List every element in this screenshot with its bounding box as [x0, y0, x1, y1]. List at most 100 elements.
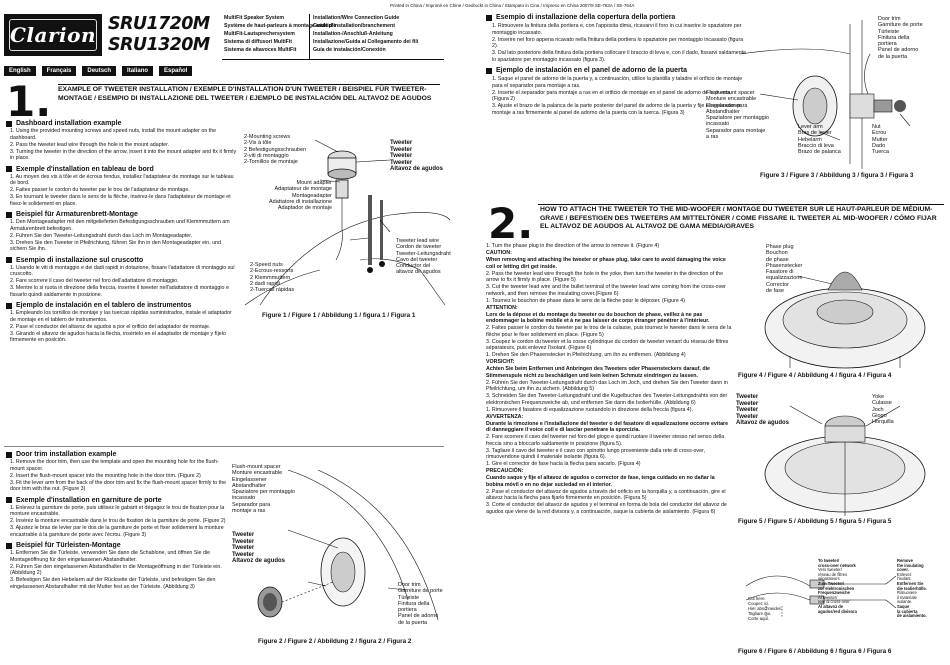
caution-text: PRECAUCIÓN: [486, 468, 524, 474]
guide-de: Installation-/Anschluß-Anleitung [313, 31, 393, 37]
header-rule [222, 59, 444, 60]
step-item: 1. Au moyen des vis à tôle et de écrous … [10, 173, 234, 187]
step-item: 2. Pase el conductor del altavoz de agud… [10, 323, 211, 330]
figure-4-caption: Figure 4 / Figure 4 / Abbildung 4 / figu… [738, 372, 892, 379]
figure-3-caption: Figure 3 / Figure 3 / Abbildung 3 / figu… [760, 172, 914, 179]
guide-title-list: Installation/Wire Connection Guide Guide… [313, 14, 418, 54]
bullet-square [6, 166, 12, 172]
door-section-steps: 1. Remove the door trim, then use the te… [10, 459, 230, 493]
step-item: 1. Rimuovere il fasatore di equalizzazio… [486, 406, 693, 413]
step-item: 1. Remove the door trim, then use the te… [10, 459, 219, 472]
title-it: Sistema di diffusori MultiFit [224, 39, 293, 45]
lang-english: English [4, 66, 36, 76]
step-item: 3. Cut the tweeter lead wire and the bul… [486, 284, 726, 297]
caution-text: Achten Sie beim Entfernen und Anbringen … [486, 366, 710, 379]
door-instructions-it-es: Esempio di installazione della copertura… [486, 14, 748, 117]
step-1-number: 1. [6, 77, 52, 126]
dash-section-steps: 1. Au moyen des vis à tôle et de écrous … [10, 174, 238, 208]
dash-section-heading: Exemple d'installation en tableau de bor… [6, 166, 238, 173]
es-door-steps: 1. Saque el panel de adorno de la puerta… [492, 76, 748, 116]
step-item: 3. Ajustez le bras de levier par le dos … [10, 525, 224, 538]
step-item: 3. Schneiden Sie den Tweeter-Leitungsdra… [486, 393, 728, 406]
dash-section-steps: 1. Using the provided mounting screws an… [10, 128, 238, 162]
figure-2-caption: Figure 2 / Figure 2 / Abbildung 2 / figu… [258, 638, 412, 645]
step-item: 1. Empleando los tornillos de montaje y … [10, 310, 232, 323]
step-item: 2. Führen Sie den Tweeter-Leitungsdraht … [486, 379, 728, 393]
title-en: MultiFit Speaker System [224, 15, 284, 21]
figure-4-illustration [764, 271, 926, 369]
bullet-square [6, 497, 12, 503]
step-item: 3. En tournant le tweeter dans le sens d… [10, 194, 231, 207]
figure-6-caption: Figure 6 / Figure 6 / Abbildung 6 / figu… [738, 648, 892, 655]
dash-section-heading: Esempio di installazione sul cruscotto [6, 257, 238, 264]
dash-section-heading: Beispiel für Armaturenbrett-Montage [6, 211, 238, 218]
bullet-square [6, 542, 12, 549]
step-item: 3. Fit the lever arm from the back of th… [10, 479, 227, 493]
section-divider [4, 446, 444, 447]
figure-5-illustration [764, 405, 926, 516]
lang-deutsch: Deutsch [82, 66, 117, 76]
it-door-steps: 1. Rimuovere la finitura della portiera … [492, 23, 747, 63]
step-item: 3. Turning the tweeter in the direction … [10, 148, 237, 162]
lang-italiano: Italiano [122, 66, 154, 76]
step-item: 2. Pass the tweeter lead wire through th… [10, 141, 170, 148]
step-item: 2. Führen Sie den eingelassenen Abstandh… [10, 563, 222, 577]
step-item: 2. Fare scorrere il cavo del tweeter nel… [486, 434, 725, 447]
step-item: 2. Pass the tweeter lead wire through th… [486, 270, 724, 284]
caution-text: AVVERTENZA: [486, 413, 524, 420]
step-item: 2. Insert the flush-mount spacer into th… [10, 472, 201, 479]
step-item: 1. Enlevez la garniture de porte, puis u… [10, 504, 225, 518]
step-item: 1. Den Montageadapter mit den mitgeliefe… [10, 219, 230, 232]
bullet-square [6, 302, 12, 309]
language-tabs: English Français Deutsch Italiano Españo… [4, 66, 193, 76]
guide-en: Installation/Wire Connection Guide [313, 15, 400, 21]
guide-es: Guía de instalación/Conexión [313, 47, 386, 53]
logo-text: Clarion [10, 23, 96, 47]
step-item: 1. Turn the phase plug in the direction … [486, 243, 660, 249]
title-es: Sistema de altavoces MultiFit [224, 47, 297, 53]
step-item: 3. Girando el altavoz de agudos hacia la… [10, 330, 226, 344]
bullet-square [6, 451, 12, 458]
figure-1-illustration [240, 120, 450, 310]
step-item: 3. Tagliare il cavo del tweeter e il cav… [486, 447, 705, 461]
step-item: 2. Pase el conductor del altavoz de agud… [486, 488, 726, 502]
model-1: SRU1720M [108, 14, 210, 34]
step-item: 1. Drehen Sie den Phasenstecker in Pfeil… [486, 352, 686, 358]
door-section-heading: Door trim installation example [6, 451, 230, 458]
title-fr: Système de haut-parleurs à montage multi… [224, 23, 337, 29]
caution-text: Cuando saque y fije el altavoz de agudos… [486, 475, 715, 488]
guide-fr: Guide d'installation/branchement [313, 23, 395, 29]
step-2-title: HOW TO ATTACH THE TWEETER TO THE MID-WOO… [540, 206, 937, 230]
step-item: 2. Faites passer le cordon du tweeter pa… [10, 187, 190, 193]
step-item: 2. Insérez la monture encastrable dans l… [10, 518, 226, 524]
dash-section-heading: Ejemplo de instalación en el tablero de … [6, 302, 238, 309]
clarion-logo: Clarion [4, 14, 102, 56]
fig6-cut-label: Cut here.Coupez ici.Hier abschneiden.Tag… [748, 596, 783, 621]
step-item: 3. Befestigen Sie den Hebelarm auf der R… [10, 577, 216, 590]
caution-text: Durante la rimozione e l'installazione d… [486, 420, 729, 434]
caution-text: CAUTION: [486, 250, 512, 256]
figure-3-illustration [739, 20, 911, 169]
step-1-rule [58, 84, 440, 85]
figure-1-caption: Figure 1 / Figure 1 / Abbildung 1 / figu… [262, 312, 416, 319]
lang-francais: Français [41, 66, 77, 76]
step-2-number: 2. [488, 199, 534, 248]
figure-2-illustration [257, 470, 439, 621]
dash-section-steps: 1. Den Montageadapter mit den mitgeliefe… [10, 219, 238, 253]
bullet-square [6, 211, 12, 218]
step-item: 1. Tournez le bouchon de phase dans le s… [486, 297, 685, 304]
title-divider [309, 14, 310, 59]
step-item: 3. Drehen Sie den Tweeter in Pfeilrichtu… [10, 239, 222, 253]
